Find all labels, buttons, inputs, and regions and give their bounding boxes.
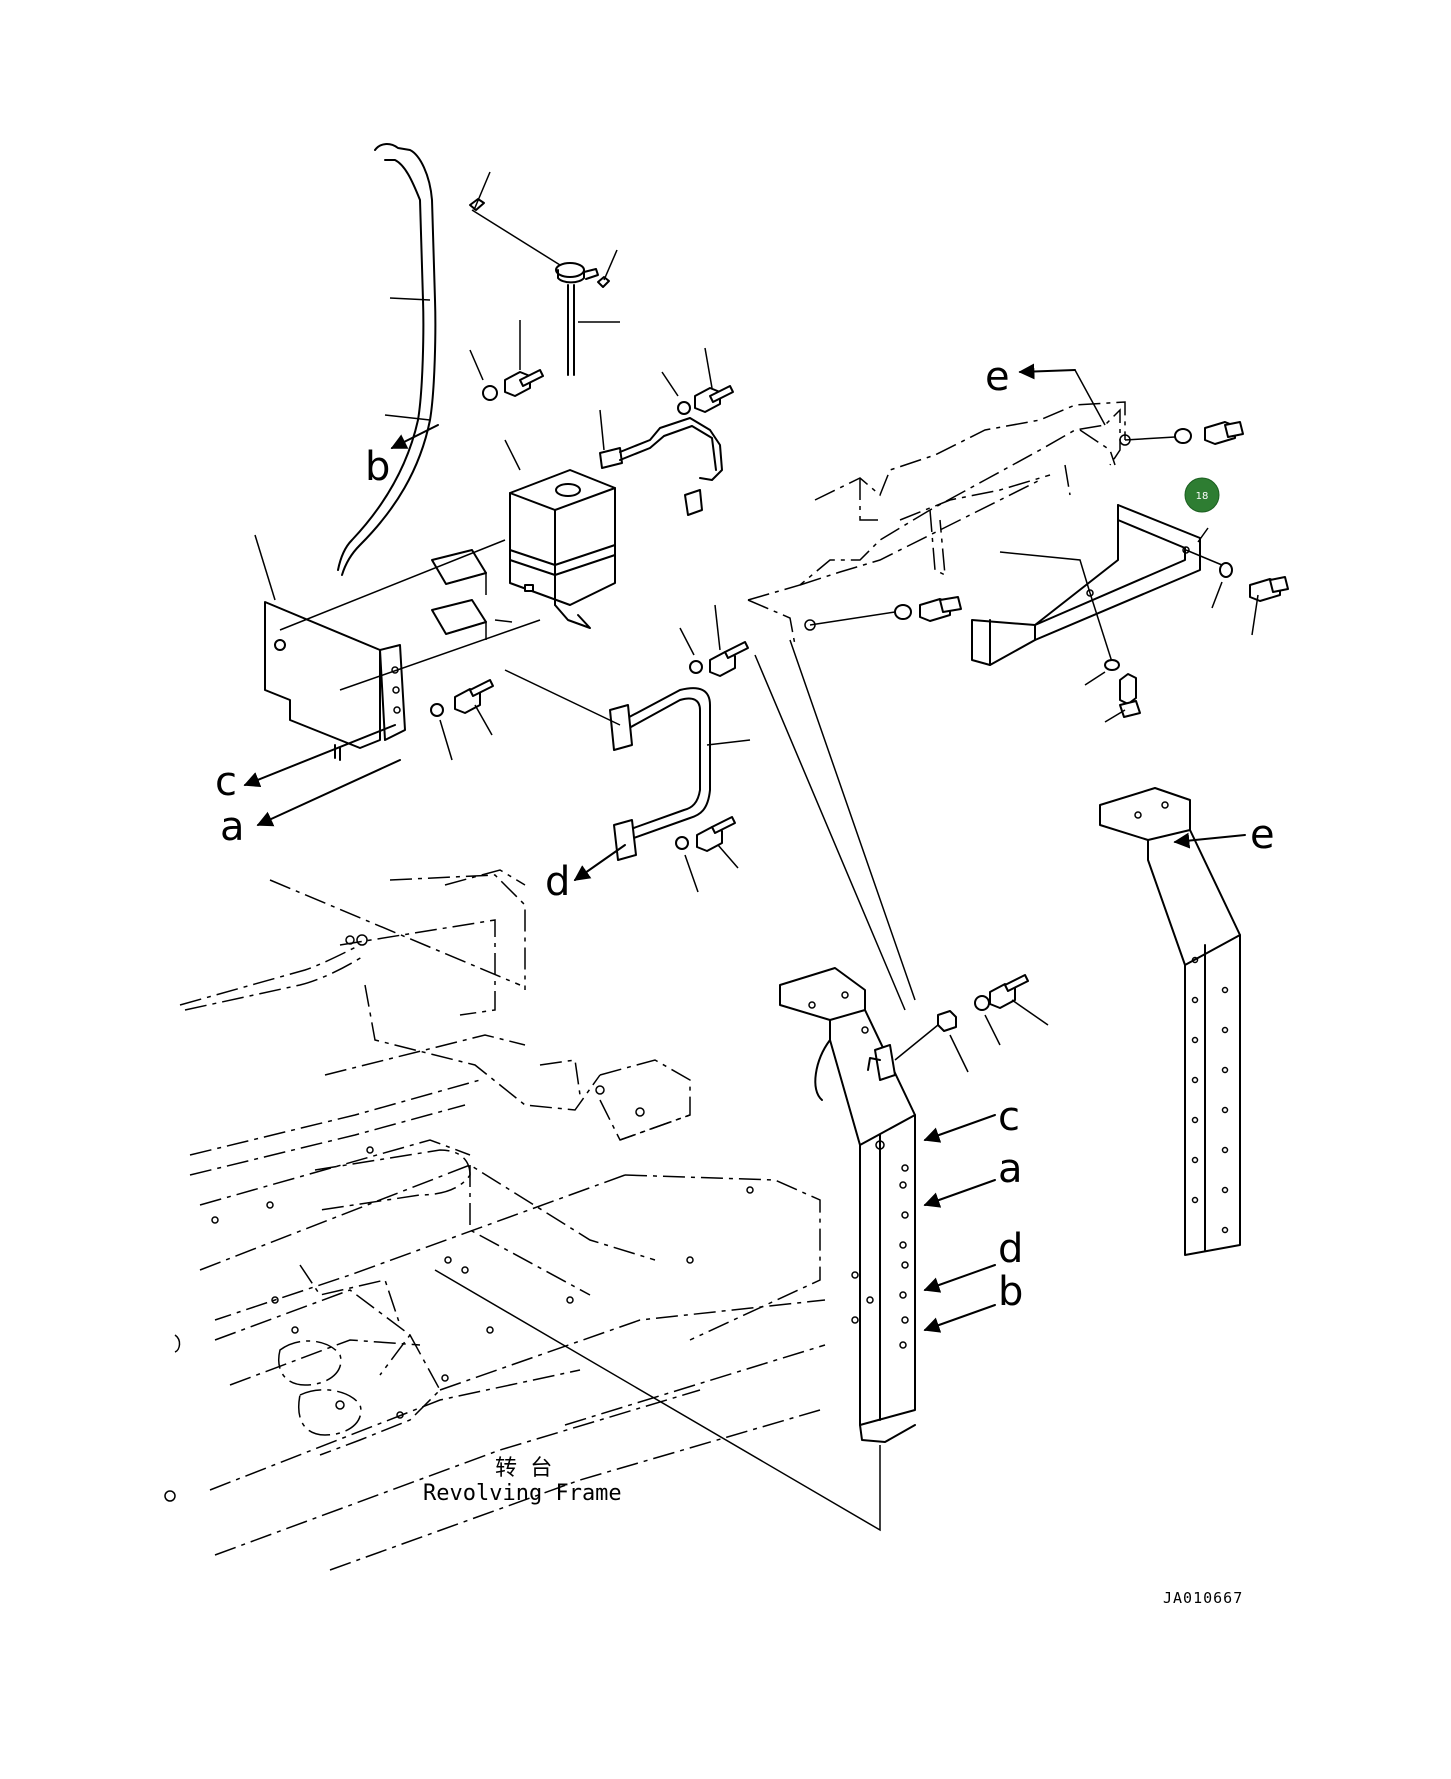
dipstick [555, 262, 599, 376]
callout-b-top: b [365, 444, 390, 490]
center-post [779, 967, 916, 1443]
washer-bolt-tray-right [1211, 562, 1289, 636]
callout-a-left: a [220, 804, 245, 850]
washer-bolt-rail-bottom [675, 816, 739, 893]
clamp-on-post [867, 1044, 896, 1081]
arrow-a-right [923, 1179, 996, 1208]
guide-rail-to-post [754, 639, 916, 1011]
tray-bracket [971, 504, 1223, 666]
dash-hose-to-cap [471, 209, 561, 266]
callout-c-right: c [998, 1094, 1020, 1140]
revolving-frame [164, 869, 826, 1571]
arrow-d [573, 844, 626, 881]
part-marker-circle[interactable] [1184, 477, 1220, 513]
leader-e-top [1074, 369, 1106, 426]
clip-small [597, 249, 618, 288]
part-marker-label[interactable]: 18 [1196, 491, 1209, 502]
callout-a-right: a [998, 1146, 1023, 1192]
guide-frame-to-post [434, 1269, 881, 1532]
arrow-d-right [923, 1264, 996, 1293]
arrow-e-top [1018, 363, 1076, 380]
callout-b-right: b [998, 1269, 1023, 1315]
leader-pad [494, 619, 513, 623]
callout-d-left: d [545, 859, 570, 905]
cushion-pad-upper [431, 549, 487, 595]
washer-bolt-rail-right [1124, 421, 1244, 445]
leader-hose-clamp [384, 414, 431, 421]
callout-e-top: e [985, 354, 1010, 400]
arrow-c-right [923, 1114, 996, 1143]
washer-bolt-tray-bottom [1084, 659, 1141, 723]
callout-d-right: d [998, 1226, 1023, 1272]
handrail [609, 687, 751, 861]
upper-rail-frame [747, 401, 1131, 646]
leader-hose [389, 297, 431, 301]
part-number-marker[interactable]: 18 [1184, 477, 1220, 513]
guide-left-group [279, 539, 621, 726]
washer-bolt-rail-left [809, 596, 962, 626]
washer-bolt-rail-top [679, 604, 749, 677]
washer-bolt-left [469, 320, 544, 401]
washer-bolt-plate [430, 679, 494, 761]
hose-clip-top [469, 171, 491, 211]
right-post [1099, 787, 1241, 1256]
arrow-c-left [243, 724, 396, 788]
arrow-e-right [1173, 832, 1246, 849]
arrow-a-left [256, 759, 401, 827]
mounting-plate [254, 534, 406, 761]
washer-bolt-right [661, 347, 734, 415]
breather-hose [337, 143, 437, 576]
arrow-b-right [923, 1304, 996, 1333]
callout-c-left: c [215, 759, 237, 805]
callout-e-right: e [1250, 812, 1275, 858]
nut-washer-bolt-post [894, 974, 1049, 1073]
frame-label-chinese: 转 台 [495, 1456, 552, 1481]
reservoir-tank [504, 439, 616, 629]
cushion-pad-lower [431, 599, 487, 640]
tank-bracket [599, 409, 723, 516]
drawing-number: JA010667 [1163, 1589, 1243, 1607]
arrow-b [390, 424, 439, 449]
frame-label-english: Revolving Frame [423, 1481, 622, 1506]
